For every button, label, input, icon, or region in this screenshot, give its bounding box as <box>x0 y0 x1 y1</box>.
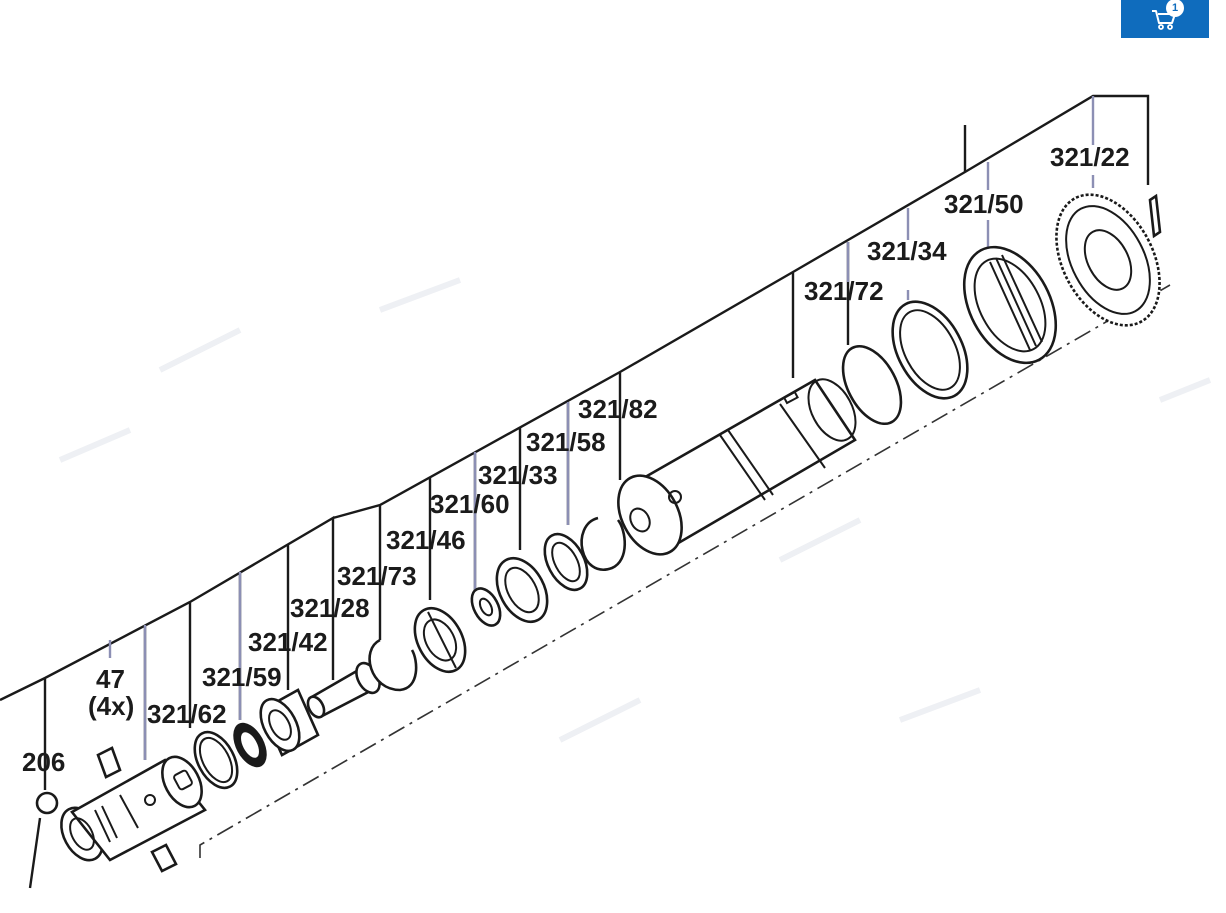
leader-staircase <box>0 94 1150 790</box>
label-321-62: 321/62 <box>147 699 227 729</box>
part-321-58-oring <box>543 532 589 592</box>
part-321-82-circlip <box>580 516 627 571</box>
label-206: 206 <box>22 747 65 777</box>
part-321-22-gear <box>1055 193 1162 327</box>
part-321-59-bearing <box>233 722 267 768</box>
label-321-59: 321/59 <box>202 662 282 692</box>
part-321-60-washer <box>470 587 502 627</box>
part-321-73-circlip <box>368 638 418 692</box>
shopping-cart-icon: 1 <box>1150 0 1184 32</box>
part-labels: 206 47 (4x) 321/62 321/59 321/42 321/28 … <box>22 142 1130 777</box>
part-321-62-oring <box>193 730 239 790</box>
watermark <box>58 277 1212 743</box>
part-321-50-clutch-ring <box>962 245 1058 365</box>
label-321-22: 321/22 <box>1050 142 1130 172</box>
label-321-60: 321/60 <box>430 489 510 519</box>
label-321-58: 321/58 <box>526 427 606 457</box>
cart-button[interactable]: 1 <box>1121 0 1209 38</box>
part-321-34-ring <box>891 300 969 400</box>
label-47: 47 <box>96 664 125 694</box>
label-321-72: 321/72 <box>804 276 884 306</box>
part-321-42-striker <box>259 688 320 757</box>
part-206-ball <box>28 791 59 889</box>
part-321-33-sleeve <box>495 556 549 624</box>
label-321-46: 321/46 <box>386 525 466 555</box>
label-321-50: 321/50 <box>944 189 1024 219</box>
label-321-33: 321/33 <box>478 460 558 490</box>
part-hammer-tube <box>60 755 207 862</box>
label-321-42: 321/42 <box>248 627 328 657</box>
label-47-quantity: (4x) <box>88 691 134 721</box>
label-321-34: 321/34 <box>867 236 947 266</box>
part-47-pins <box>96 746 178 873</box>
label-321-82: 321/82 <box>578 394 658 424</box>
part-321-46-ring <box>413 606 467 674</box>
label-321-73: 321/73 <box>337 561 417 591</box>
label-321-28: 321/28 <box>290 593 370 623</box>
assembly-axis <box>199 284 1171 858</box>
cart-count-badge: 1 <box>1166 0 1184 17</box>
part-321-28-pin <box>306 661 381 719</box>
part-cylinder <box>617 378 857 556</box>
part-321-72-spring-ring <box>841 344 903 426</box>
